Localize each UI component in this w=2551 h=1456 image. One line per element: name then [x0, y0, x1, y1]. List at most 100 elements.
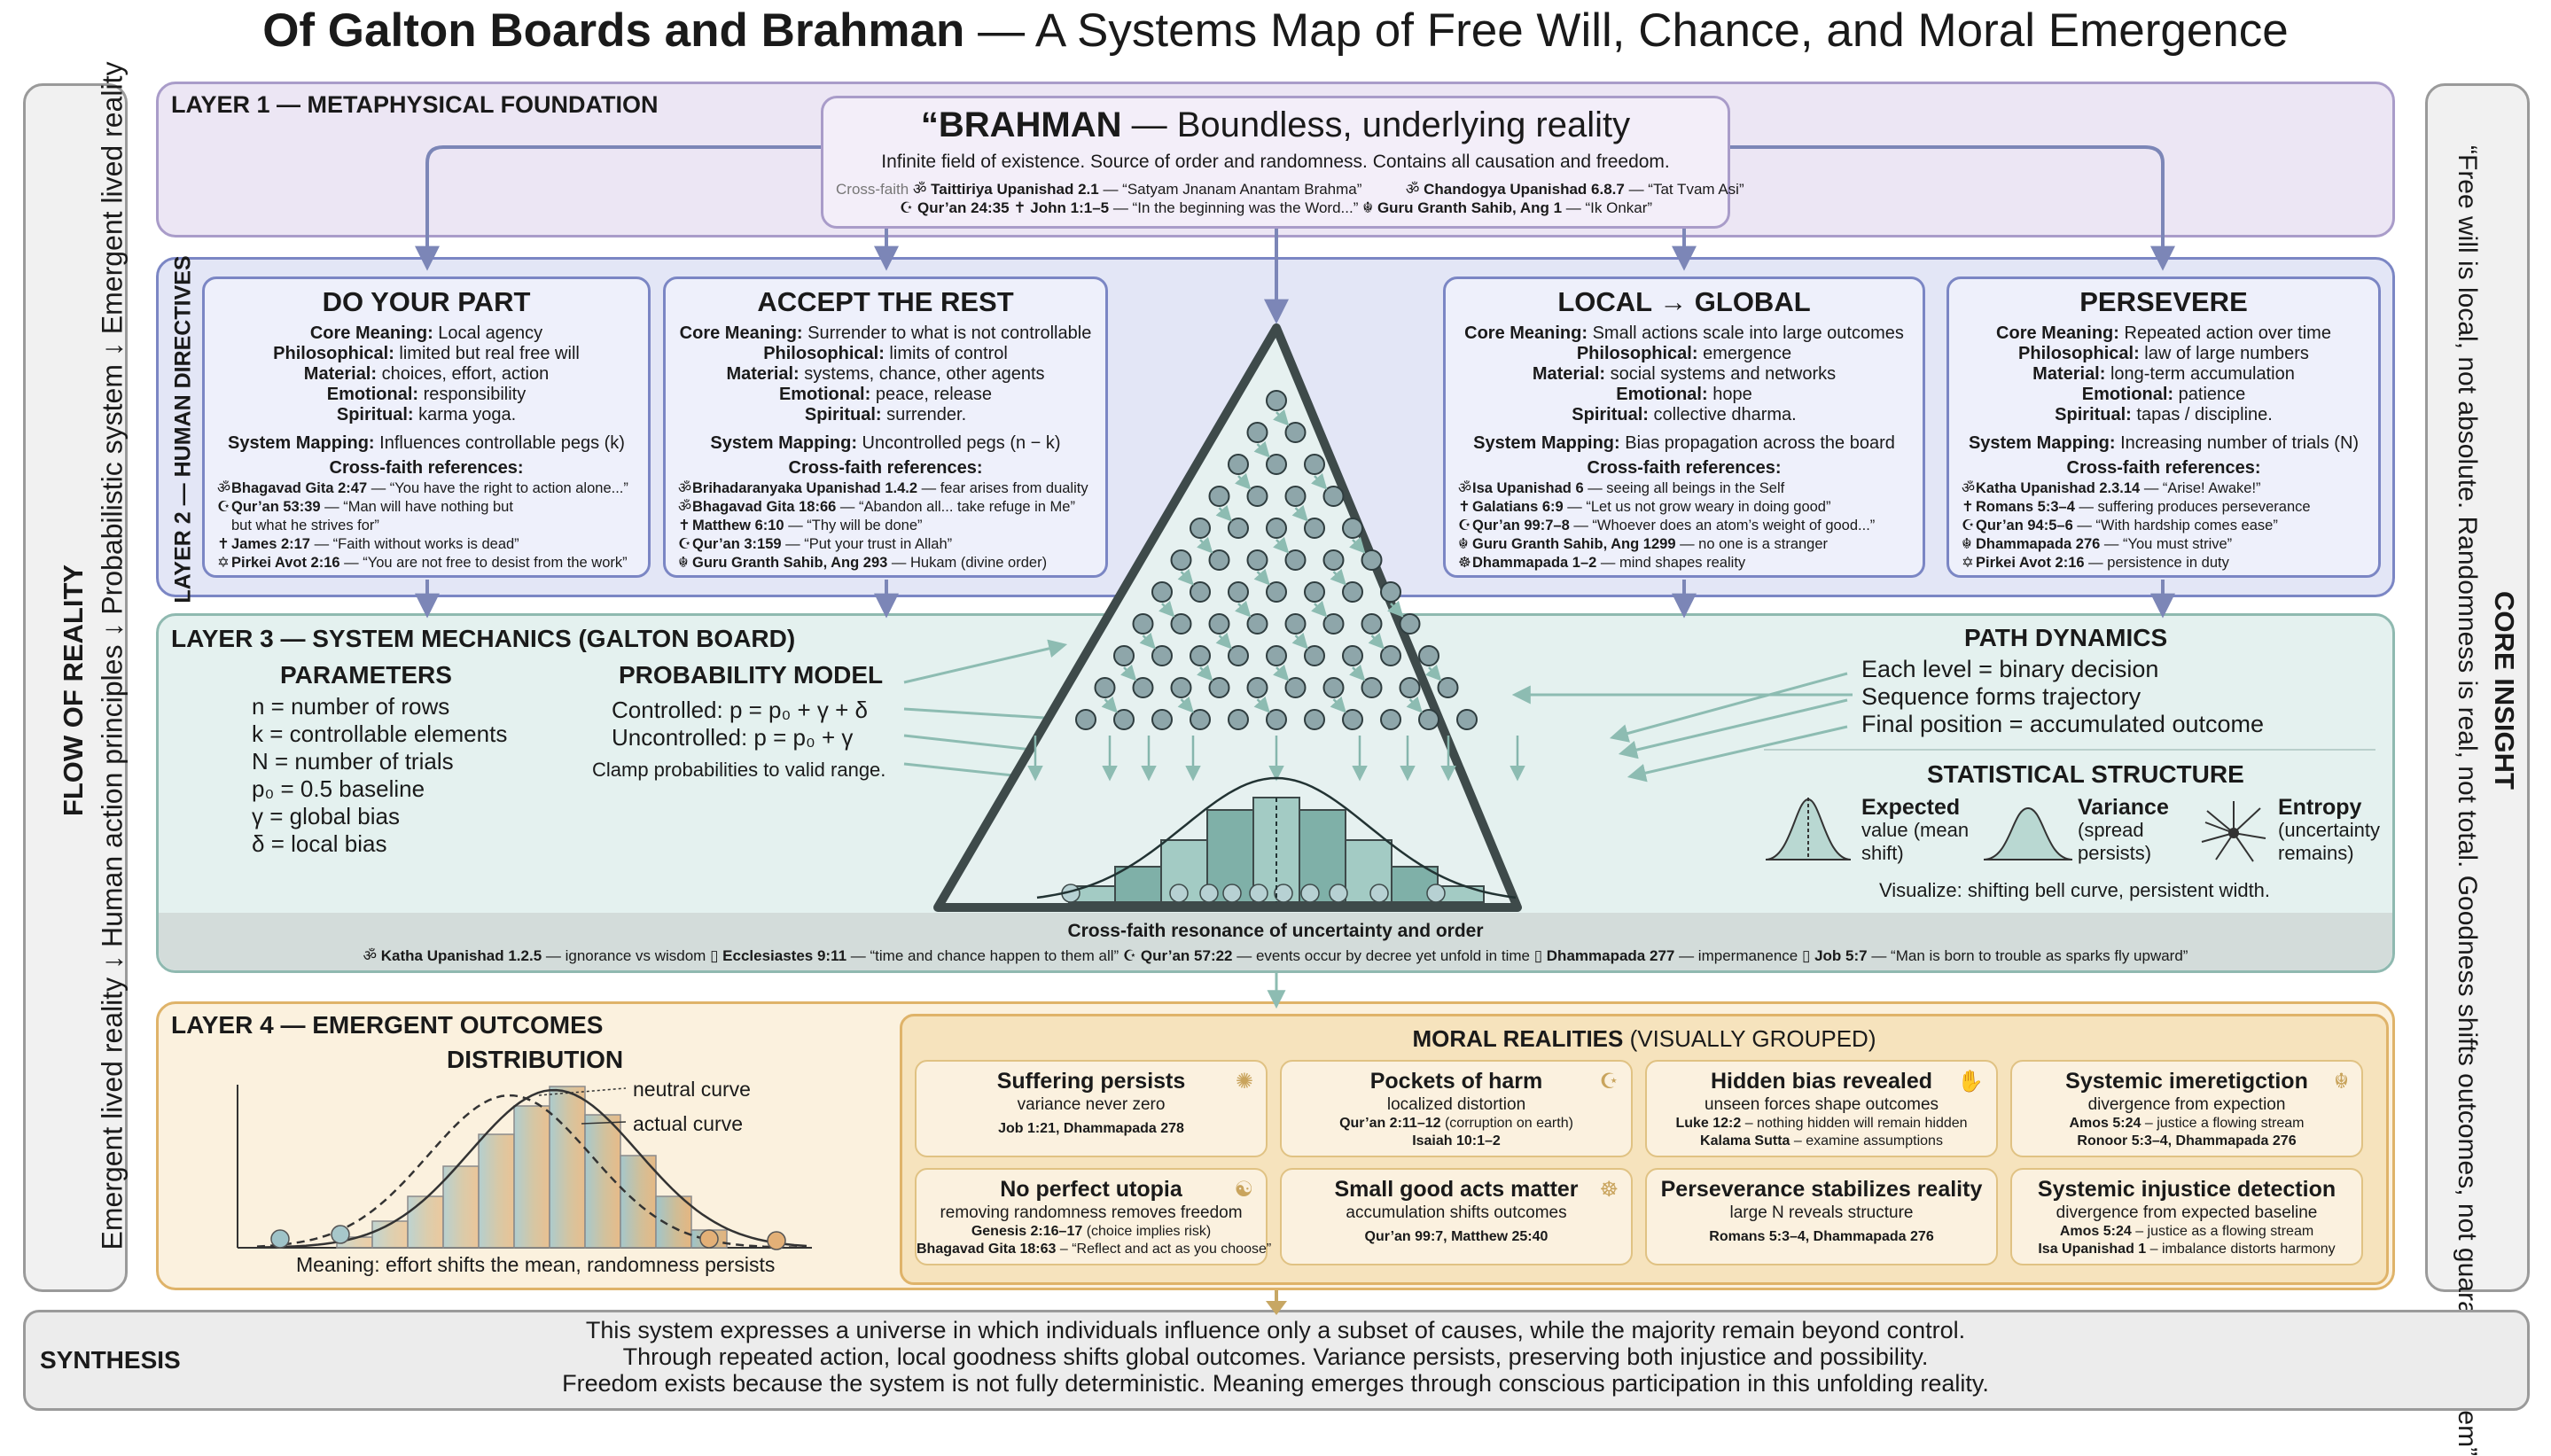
mapping-key: System Mapping: [710, 433, 857, 453]
ref-text: (corruption on earth) [1440, 1116, 1573, 1131]
ref-name: Isa Upanishad 6 [1472, 480, 1584, 496]
layer2-label: LAYER 2 — HUMAN DIRECTIVES [170, 255, 196, 603]
ref-text: — “Faith without works is dead” [310, 536, 519, 552]
brahman-description: Infinite field of existence. Source of o… [881, 152, 1670, 172]
ref-name: Kalama Sutta [1700, 1133, 1790, 1148]
khanda-icon: ☬ [678, 555, 689, 571]
moral-card-refs: Qur’an 99:7, Matthew 25:40 [1282, 1228, 1631, 1246]
ref-text: — suffering produces perseverance [2074, 499, 2311, 515]
ref-name: Amos 5:24 [2059, 1224, 2132, 1239]
om-icon: ॐ [217, 480, 231, 496]
meaning-key: Philosophical: [273, 344, 394, 363]
layer4-label: LAYER 4 — EMERGENT OUTCOMES [171, 1011, 604, 1039]
ref-name: Guru Granth Sahib, Ang 1 [1377, 199, 1563, 216]
system-mapping: System Mapping: Uncontrolled pegs (n − k… [666, 433, 1105, 454]
synthesis-text: This system expresses a universe in whic… [0, 1317, 2551, 1397]
om-icon: ॐ [678, 499, 692, 515]
ref-name: Chandogya Upanishad 6.8.7 [1424, 181, 1625, 198]
meaning-key: Core Meaning: [679, 323, 803, 343]
crescent-icon: ☪ [678, 536, 691, 552]
path-line: Each level = binary decision [1861, 656, 2159, 682]
probability-note: Clamp probabilities to valid range. [592, 759, 886, 781]
ref-text: — no one is a stranger [1675, 536, 1829, 552]
directive-title: ACCEPT THE REST [757, 286, 1014, 317]
khanda-icon: ☬ [2333, 1070, 2349, 1094]
meaning-key: Emotional: [326, 385, 419, 404]
dharma-wheel-icon: ☸ [1599, 1178, 1619, 1202]
meaning-value: Surrender to what is not controllable [802, 323, 1092, 343]
ref-text: — “Arise! Awake!” [2140, 480, 2261, 496]
meaning-value: law of large numbers [2139, 344, 2309, 363]
crescent-icon: ☪ [1458, 518, 1471, 533]
directive-card-1: ACCEPT THE REST Core Meaning: Surrender t… [663, 276, 1108, 578]
meaning-key: Philosophical: [2018, 344, 2140, 363]
ref-name: Brihadaranyaka Upanishad 1.4.2 [692, 480, 918, 496]
brahman-box: “BRAHMAN — Boundless, underlying reality… [821, 96, 1744, 229]
ref-name: John 1:1–5 [1030, 199, 1110, 216]
ref-text: — “Tat Tvam Asi” [1624, 181, 1744, 198]
statistical-structure-title: STATISTICAL STRUCTURE [1927, 760, 2244, 788]
ref-text: – “Reflect and act as you choose” [1056, 1242, 1272, 1257]
path-dynamics-title: PATH DYNAMICS [1964, 624, 2168, 651]
path-line: Sequence forms trajectory [1861, 683, 2141, 710]
meaning-key: Material: [1532, 364, 1606, 384]
cross-faith-refs: ॐKatha Upanishad 2.3.14 — “Arise! Awake!… [1962, 479, 2311, 572]
meaning-key: Emotional: [778, 385, 871, 404]
ref-text: — “You must strive” [2100, 536, 2233, 552]
ref-name: Romans 5:3–4, Dhammapada 276 [1709, 1229, 1934, 1244]
meaning-value: limits of control [884, 344, 1008, 363]
cross-faith-heading: Cross-faith references: [2066, 458, 2261, 478]
core-insight-quote: “Free will is local, not absolute. Rando… [2453, 145, 2482, 1456]
ref-text: — “You are not free to desist from the w… [339, 555, 628, 571]
meaning-value: patience [2173, 385, 2246, 404]
crescent-icon: ☪ [900, 199, 917, 216]
stat-expected: Expected value (mean shift) [1861, 796, 1969, 865]
om-icon: ॐ [1458, 480, 1472, 496]
meaning-key: Philosophical: [1576, 344, 1698, 363]
brahman-refs-row2: ☪ Qur’an 24:35 ✝ John 1:1–5 — “In the be… [900, 199, 1652, 217]
ref-text: — events occur by decree yet unfold in t… [1232, 947, 1530, 964]
ref-text: — ignorance vs wisdom [542, 947, 706, 964]
cross-icon: ✝ [678, 518, 690, 533]
meaning-key: Material: [2032, 364, 2106, 384]
param-k: k = controllable elements [252, 720, 508, 747]
ref-name: Genesis 2:16–17 [971, 1224, 1083, 1239]
moral-card-subtitle: divergence from expected baseline [2056, 1203, 2318, 1222]
ref-text: — seeing all beings in the Self [1583, 480, 1785, 496]
moral-card-refs: Genesis 2:16–17 (choice implies risk)Bha… [917, 1223, 1271, 1258]
ref-name: Qur’an 2:11–12 [1339, 1116, 1441, 1131]
ref-text: – imbalance distorts harmony [2146, 1242, 2336, 1257]
ref-name: Dhammapada 277 [1546, 947, 1675, 964]
ref-text: — “Let us not grow weary in doing good” [1563, 499, 1831, 515]
ref-name: Romans 5:3–4 [1976, 499, 2075, 515]
distribution-title: DISTRIBUTION [447, 1046, 624, 1073]
ref-name: Dhammapada 1–2 [1472, 555, 1597, 571]
meaning-key: Material: [726, 364, 800, 384]
moral-realities-heading: MORAL REALITIES (VISUALLY GROUPED) [902, 1025, 2386, 1053]
meaning-value: surrender. [881, 405, 967, 424]
meaning-value: peace, release [870, 385, 993, 404]
ref-text: — “Ik Onkar” [1562, 199, 1653, 216]
stat-desc: shift) [1861, 842, 1904, 864]
flow-of-reality-panel: FLOW OF REALITY Emergent lived reality ↓… [23, 62, 129, 1292]
moral-card-title: Perseverance stabilizes reality [1660, 1177, 1983, 1202]
om-icon: ॐ [1405, 181, 1424, 198]
ref-name: Ecclesiastes 9:11 [722, 947, 847, 964]
meaning-key: Core Meaning: [309, 323, 433, 343]
neutral-curve-label: neutral curve [633, 1078, 751, 1101]
ref-text: — “Thy will be done” [784, 518, 923, 533]
moral-card-title: Systemic injustice detection [2037, 1177, 2336, 1202]
moral-card-subtitle: accumulation shifts outcomes [1346, 1203, 1567, 1222]
yin-yang-icon: ☯ [1234, 1178, 1253, 1202]
page-title: Of Galton Boards and Brahman — A Systems… [0, 4, 2551, 58]
probability-model-title: PROBABILITY MODEL [619, 661, 884, 689]
cross-faith-refs: ॐBrihadaranyaka Upanishad 1.4.2 — fear a… [678, 479, 1088, 572]
meaning-key: Core Meaning: [1464, 323, 1588, 343]
meaning-value: emergence [1697, 344, 1792, 363]
moral-card-title: No perfect utopia [1000, 1177, 1182, 1202]
